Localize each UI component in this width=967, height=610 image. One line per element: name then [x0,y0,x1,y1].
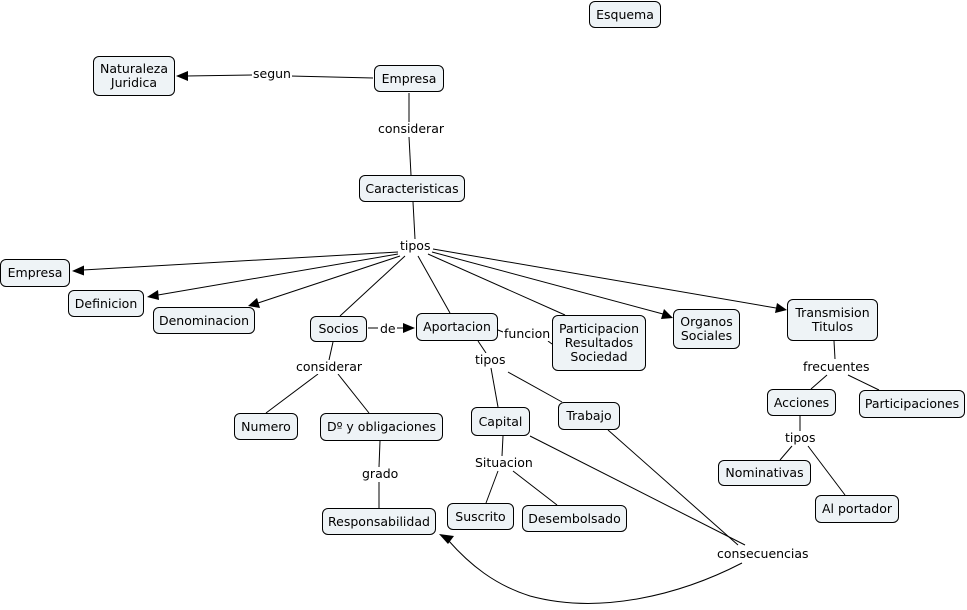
connector-transmision-frecuentes [833,340,836,360]
arrowhead-definicion [147,290,159,300]
link-label-segun: segun [252,66,292,81]
connector-aportacion-tipos [477,340,487,354]
connector-capital-consecuencias [529,435,746,546]
link-label-tipos-acciones: tipos [784,430,817,445]
connector-tipos-denominacion [257,255,401,304]
connector-tipos-aportacion [417,255,451,314]
connector-tipos-organos [431,251,664,315]
concept-numero[interactable]: Numero [234,413,298,440]
arrowhead-responsabilidad [439,534,454,544]
connector-segun-naturaleza [185,74,253,77]
connector-trabajo-consecuencias [607,429,739,546]
connector-frecuentes-acciones [810,374,828,390]
link-label-considerar: considerar [377,121,445,136]
link-label-situacion: Situacion [474,455,534,470]
concept-empresa-root[interactable]: Empresa [374,65,444,92]
connector-socios-considerar [328,341,334,361]
link-label-funcion: funcion [503,326,552,341]
connector-tipos-definicion [157,253,399,296]
connector-considerar-caracteristicas [408,136,412,176]
concept-organos-sociales[interactable]: Organos Sociales [673,309,740,349]
concept-responsabilidad[interactable]: Responsabilidad [322,508,436,535]
concept-transmision-titulos[interactable]: Transmision Titulos [787,299,878,341]
concept-definicion[interactable]: Definicion [68,290,144,317]
connector-funcion-participacion [547,340,553,345]
concept-al-portador[interactable]: Al portador [815,495,899,523]
concept-capital[interactable]: Capital [471,407,530,436]
connector-tipos-capital [490,367,499,408]
connector-considerar-numero [265,373,319,414]
link-label-consecuencias: consecuencias [716,546,810,561]
connector-empresa-segun [289,75,374,79]
arrowhead-empresa-left [72,265,84,276]
connector-caracteristicas-tipos [412,201,416,240]
concept-nominativas[interactable]: Nominativas [718,460,811,486]
connector-tipos-socios [339,255,406,317]
link-label-grado: grado [361,466,400,481]
arrowhead-denominacion [248,298,260,308]
concept-esquema[interactable]: Esquema [589,1,661,28]
connector-consecuencias-responsabilidad [447,539,743,604]
link-label-tipos: tipos [399,238,432,253]
connector-derechos-grado [378,440,381,468]
connector-situacion-suscrito [485,470,499,504]
arrowhead-organos [661,309,673,319]
concept-denominacion[interactable]: Denominacion [153,307,255,334]
concept-trabajo[interactable]: Trabajo [558,402,620,430]
concept-caracteristicas[interactable]: Caracteristicas [359,175,465,202]
connector-capital-situacion [501,435,504,457]
connector-tipos-nominativas [779,445,793,461]
connector-tipos-empresa [82,251,399,271]
connector-considerar-derechos [337,373,370,414]
arrowhead-aportacion [403,323,415,333]
connector-aportacion-funcion [497,329,504,333]
connector-tipos-participacion [427,253,566,316]
concept-naturaleza-juridica[interactable]: Naturaleza Juridica [93,56,175,96]
concept-derechos-obligaciones[interactable]: Dº y obligaciones [320,413,443,441]
connector-frecuentes-participaciones [847,374,880,391]
concept-suscrito[interactable]: Suscrito [447,503,514,530]
concept-acciones[interactable]: Acciones [767,389,836,416]
link-label-considerar-socios: considerar [295,359,363,374]
concept-empresa[interactable]: Empresa [0,259,70,287]
concept-aportacion[interactable]: Aportacion [416,313,498,341]
connector-tipos-portador [807,445,846,496]
concept-participaciones[interactable]: Participaciones [859,390,965,418]
link-label-tipos-aportacion: tipos [474,352,507,367]
concept-desembolsado[interactable]: Desembolsado [522,505,627,532]
concept-participacion-resultados[interactable]: Participacion Resultados Sociedad [552,315,646,371]
concept-socios[interactable]: Socios [310,316,367,342]
connector-tipos-trabajo [507,371,563,403]
arrowhead-transmision [775,303,787,313]
connector-situacion-desembolsado [512,470,558,506]
link-label-frecuentes: frecuentes [802,359,871,374]
arrowhead-naturaleza [176,71,188,81]
link-label-de: de [379,321,397,336]
connector-tipos-transmision [432,248,777,309]
